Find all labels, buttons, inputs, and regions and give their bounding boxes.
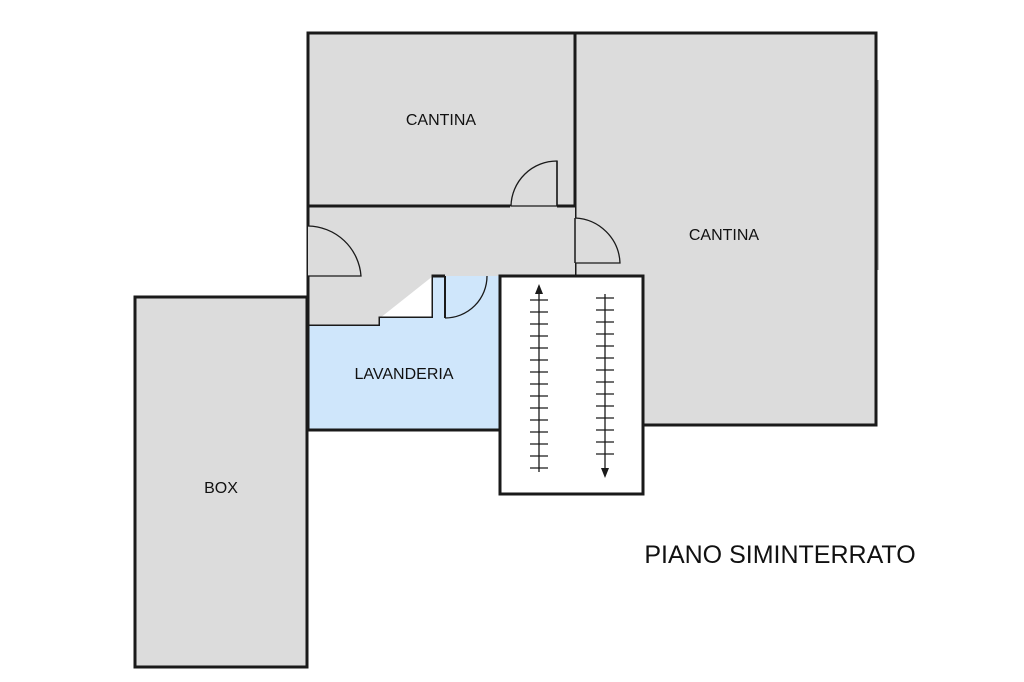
label-cantina-large: CANTINA — [689, 227, 760, 244]
corridor — [308, 206, 575, 326]
stair-flight-up — [530, 288, 548, 472]
door-swing-cantina-small — [510, 160, 558, 207]
label-lavanderia: LAVANDERIA — [355, 366, 454, 383]
label-box: BOX — [204, 480, 238, 497]
arrow-down-icon — [601, 468, 609, 478]
stair-flight-down — [596, 294, 614, 474]
lavanderia-room — [308, 276, 500, 430]
floor-title: PIANO SIMINTERRATO — [644, 541, 915, 569]
lavanderia-wall — [306, 326, 500, 432]
door-swing-lavanderia — [444, 275, 488, 319]
box-room — [133, 295, 309, 669]
door-swing-corridor-left — [307, 225, 362, 277]
label-cantina-small: CANTINA — [406, 112, 477, 129]
door-swing-cantina-large — [574, 217, 621, 264]
staircase — [498, 274, 645, 496]
arrow-up-icon — [535, 284, 543, 294]
